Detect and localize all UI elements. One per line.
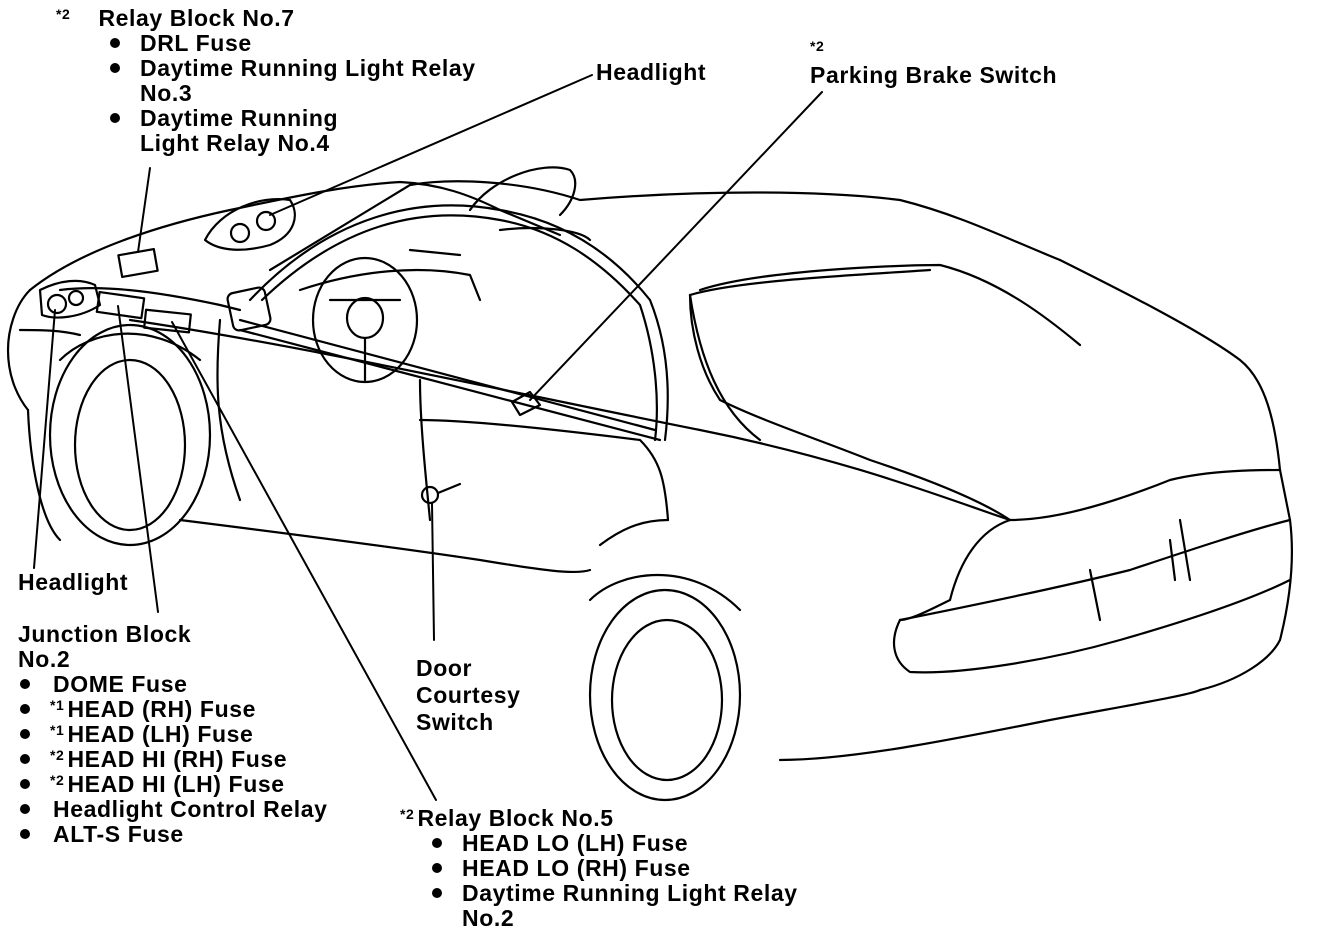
note-marker: *1 — [50, 697, 65, 713]
parking-brake-switch-label: *2 Parking Brake Switch — [810, 38, 1057, 88]
note-marker: *2 — [400, 806, 415, 822]
note-marker: *1 — [50, 722, 65, 738]
junction-block-2-title: Junction Block — [18, 621, 192, 647]
list-item: Daytime Running Light Relay No.4 — [106, 106, 370, 156]
list-item: DOME Fuse — [18, 672, 328, 697]
door-courtesy-switch-line: Courtesy — [416, 682, 521, 708]
leader-relay-block-5 — [171, 321, 437, 801]
list-item-text: HEAD HI (LH) Fuse — [67, 771, 285, 797]
leader-junction-block-2 — [117, 305, 159, 613]
list-item-text: ALT-S Fuse — [53, 821, 184, 847]
list-item-text: HEAD (RH) Fuse — [67, 696, 257, 722]
relay-block-7-label: *2 Relay Block No.7 DRL Fuse Daytime Run… — [56, 6, 506, 156]
relay-block-7-title: Relay Block No.7 — [98, 5, 295, 31]
note-marker: *2 — [50, 772, 65, 788]
list-item: HEAD LO (RH) Fuse — [428, 856, 828, 881]
list-item-text: HEAD (LH) Fuse — [67, 721, 254, 747]
leader-headlight-left — [33, 309, 56, 569]
relay-block-5-title: Relay Block No.5 — [417, 805, 614, 831]
list-item: Daytime Running Light Relay No.2 — [428, 881, 832, 931]
leader-headlight-top — [269, 74, 593, 216]
car-body — [6, 166, 1294, 802]
leader-parking-brake-switch — [529, 91, 823, 401]
door-courtesy-switch-label: Door Courtesy Switch — [416, 655, 521, 736]
door-courtesy-switch-line: Switch — [416, 709, 494, 735]
leader-lines — [33, 74, 823, 801]
leader-door-courtesy-switch — [431, 502, 435, 641]
list-item-text: Headlight Control Relay — [53, 796, 328, 822]
list-item: HEAD LO (LH) Fuse — [428, 831, 828, 856]
list-item: DRL Fuse — [106, 31, 506, 56]
note-marker: *2 — [810, 38, 825, 54]
note-marker: *2 — [56, 6, 71, 22]
junction-block-2-subtitle: No.2 — [18, 646, 71, 672]
note-marker: *2 — [50, 747, 65, 763]
door-courtesy-switch-line: Door — [416, 655, 473, 681]
headlight-left-text: Headlight — [18, 569, 129, 595]
parking-brake-switch-title: Parking Brake Switch — [810, 62, 1058, 88]
leader-relay-block-7 — [137, 167, 151, 253]
list-item: Daytime Running Light Relay No.3 — [106, 56, 510, 106]
list-item: Headlight Control Relay — [18, 797, 328, 822]
headlight-left-label: Headlight — [18, 570, 128, 595]
headlight-top-label: Headlight — [596, 60, 706, 85]
list-item: ALT-S Fuse — [18, 822, 328, 847]
list-item-text: HEAD HI (RH) Fuse — [67, 746, 288, 772]
headlight-top-text: Headlight — [596, 59, 707, 85]
list-item-text: DOME Fuse — [53, 671, 188, 697]
